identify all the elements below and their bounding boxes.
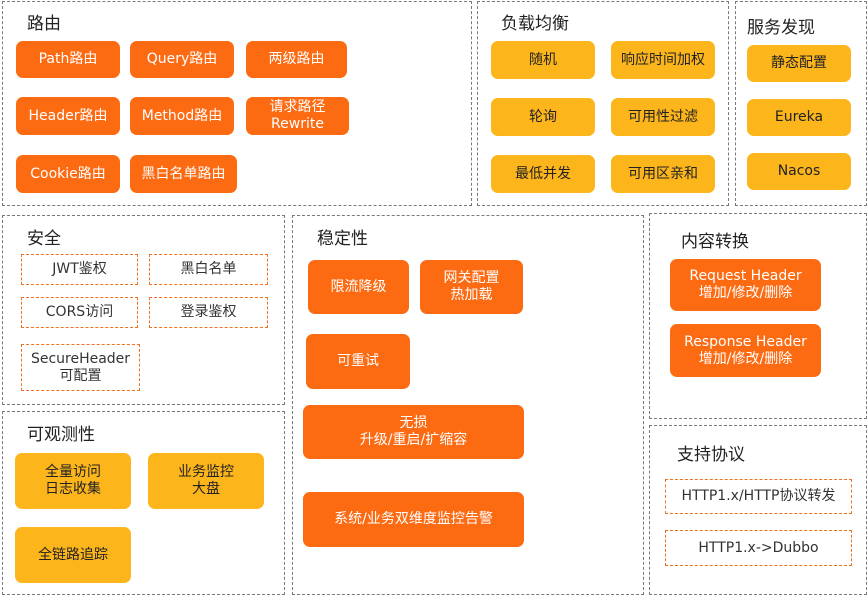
routing-panel: 路由 Path路由 Query路由 两级路由 Header路由 Method路由… bbox=[2, 1, 472, 206]
http-forwarding: HTTP1.x/HTTP协议转发 bbox=[665, 479, 852, 514]
monitoring-alarm: 系统/业务双维度监控告警 bbox=[303, 492, 524, 547]
service-discovery-panel: 服务发现 静态配置 Eureka Nacos bbox=[735, 1, 867, 206]
path-routing: Path路由 bbox=[16, 41, 120, 78]
hot-reload: 网关配置热加载 bbox=[420, 260, 523, 314]
lossless: 无损升级/重启/扩缩容 bbox=[303, 405, 524, 459]
static-config: 静态配置 bbox=[747, 45, 851, 82]
blackwhite-list: 黑白名单 bbox=[149, 254, 268, 285]
transform-title: 内容转换 bbox=[681, 232, 749, 252]
lb-random: 随机 bbox=[491, 41, 595, 79]
jwt-auth: JWT鉴权 bbox=[21, 254, 138, 285]
http-to-dubbo: HTTP1.x->Dubbo bbox=[665, 530, 852, 566]
discovery-title: 服务发现 bbox=[747, 18, 815, 38]
lb-availability: 可用性过滤 bbox=[611, 98, 715, 136]
lb-response-time: 响应时间加权 bbox=[611, 41, 715, 79]
retry: 可重试 bbox=[306, 334, 410, 389]
observability-panel: 可观测性 全量访问日志收集 业务监控大盘 全链路追踪 bbox=[2, 411, 285, 595]
full-link-tracing: 全链路追踪 bbox=[15, 527, 131, 583]
observability-title: 可观测性 bbox=[27, 425, 95, 445]
eureka: Eureka bbox=[747, 99, 851, 136]
login-auth: 登录鉴权 bbox=[149, 297, 268, 328]
query-routing: Query路由 bbox=[130, 41, 234, 78]
load-balancing-panel: 负载均衡 随机 响应时间加权 轮询 可用性过滤 最低并发 可用区亲和 bbox=[477, 1, 729, 206]
stability-panel: 稳定性 限流降级 网关配置热加载 可重试 无损升级/重启/扩缩容 系统/业务双维… bbox=[292, 215, 644, 595]
protocol-panel: 支持协议 HTTP1.x/HTTP协议转发 HTTP1.x->Dubbo bbox=[649, 425, 867, 595]
lb-round-robin: 轮询 bbox=[491, 98, 595, 136]
header-routing: Header路由 bbox=[16, 97, 120, 135]
security-title: 安全 bbox=[27, 229, 61, 249]
protocol-title: 支持协议 bbox=[677, 445, 745, 465]
cookie-routing: Cookie路由 bbox=[16, 155, 120, 193]
lb-zone-affinity: 可用区亲和 bbox=[611, 155, 715, 193]
lb-least-conn: 最低并发 bbox=[491, 155, 595, 193]
full-access-log: 全量访问日志收集 bbox=[15, 453, 131, 509]
lb-title: 负载均衡 bbox=[501, 14, 569, 34]
cors-access: CORS访问 bbox=[21, 297, 138, 328]
nacos: Nacos bbox=[747, 153, 851, 190]
rate-limit: 限流降级 bbox=[308, 260, 409, 314]
business-dashboard: 业务监控大盘 bbox=[148, 453, 264, 509]
blackwhite-routing: 黑白名单路由 bbox=[130, 155, 237, 193]
method-routing: Method路由 bbox=[130, 97, 234, 135]
stability-title: 稳定性 bbox=[317, 229, 368, 249]
two-level-routing: 两级路由 bbox=[246, 41, 347, 78]
routing-title: 路由 bbox=[27, 14, 61, 34]
